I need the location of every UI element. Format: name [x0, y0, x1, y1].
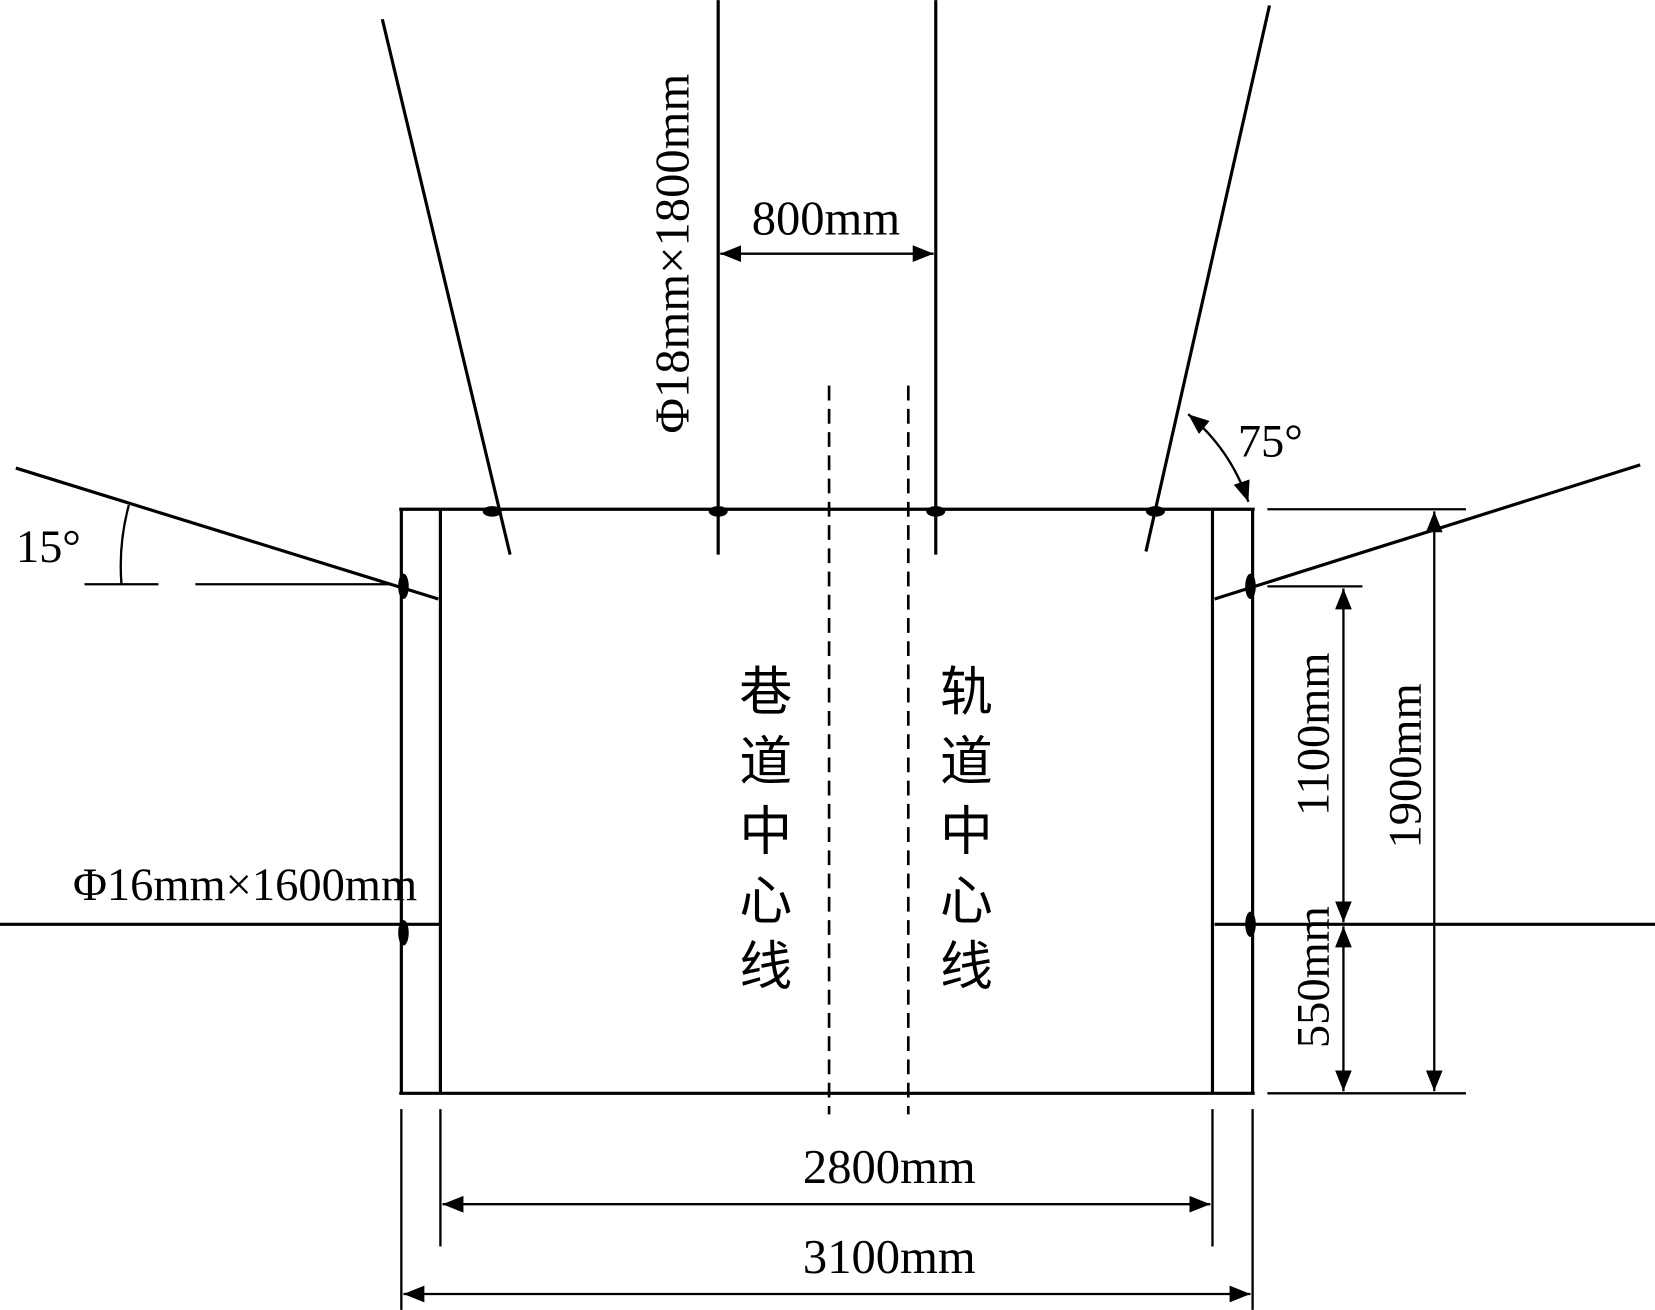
- svg-text:心: 心: [940, 873, 993, 931]
- angle-75: 75°: [1187, 413, 1303, 503]
- spacing-top-label: 800mm: [752, 192, 901, 246]
- track-centerline-label: 轨 道 中 心 线: [940, 664, 993, 997]
- height-upper-label: 1100mm: [1289, 652, 1340, 816]
- height-lower-label: 550mm: [1289, 906, 1340, 1048]
- height-total-label: 1900mm: [1381, 683, 1432, 848]
- width-outer-label: 3100mm: [803, 1230, 976, 1284]
- bolt-top-label: Φ18mm×1800mm: [646, 74, 700, 434]
- angle-left-label: 15°: [16, 522, 81, 573]
- svg-text:道: 道: [739, 734, 792, 792]
- angle-right-label: 75°: [1238, 416, 1303, 467]
- svg-text:线: 线: [940, 939, 993, 997]
- svg-text:心: 心: [739, 873, 792, 931]
- svg-text:中: 中: [739, 803, 792, 861]
- svg-text:线: 线: [739, 939, 792, 997]
- bolt-side-label: Φ16mm×1600mm: [73, 860, 417, 911]
- width-dimensions: 2800mm 3100mm: [400, 1109, 1254, 1310]
- roadway-centerline-label: 巷 道 中 心 线: [739, 664, 792, 997]
- width-inner-label: 2800mm: [803, 1140, 976, 1194]
- svg-text:中: 中: [940, 803, 993, 861]
- svg-text:巷: 巷: [739, 664, 792, 722]
- roof-bolts: [380, 0, 1272, 556]
- angle-15: 15°: [16, 504, 391, 586]
- roadway-outline: [399, 507, 1255, 1095]
- height-dimensions: 1900mm 1100mm 550mm: [1267, 508, 1466, 1095]
- svg-text:轨: 轨: [940, 664, 993, 722]
- svg-text:道: 道: [940, 734, 993, 792]
- rib-bolts: [0, 463, 1655, 946]
